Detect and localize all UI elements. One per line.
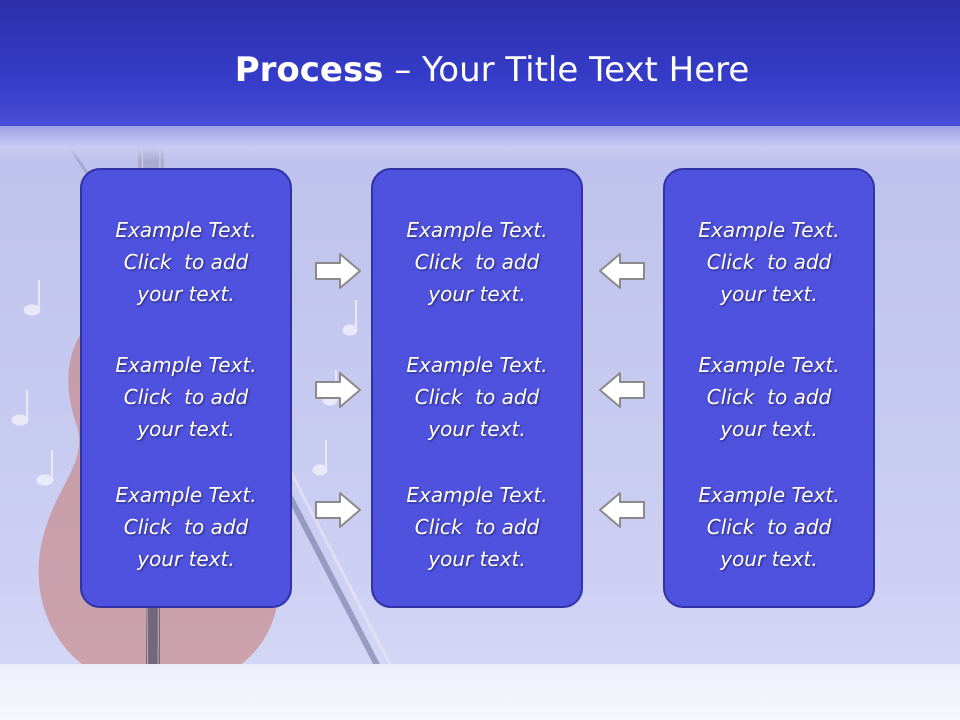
text-line: Click to add [123, 515, 249, 539]
text-line: Example Text. [406, 353, 548, 377]
text-line: Example Text. [406, 218, 548, 242]
text-line: Example Text. [115, 353, 257, 377]
process-panel-right[interactable]: Example Text. Click to add your text. Ex… [663, 168, 875, 608]
text-line: Click to add [414, 250, 540, 274]
text-line: your text. [137, 547, 235, 571]
panel-text-block[interactable]: Example Text. Click to add your text. [82, 214, 290, 310]
text-line: Click to add [414, 385, 540, 409]
text-line: your text. [137, 417, 235, 441]
text-line: your text. [428, 547, 526, 571]
arrow-left-icon[interactable] [598, 371, 646, 409]
title-bar [0, 0, 960, 132]
title-bold: Process [234, 50, 384, 90]
text-line: Example Text. [698, 218, 840, 242]
panel-text-block[interactable]: Example Text. Click to add your text. [82, 479, 290, 575]
arrow-right-icon[interactable] [314, 371, 362, 409]
panel-text-block[interactable]: Example Text. Click to add your text. [373, 214, 581, 310]
text-line: your text. [137, 282, 235, 306]
panel-text-block[interactable]: Example Text. Click to add your text. [373, 349, 581, 445]
text-line: your text. [720, 282, 818, 306]
text-line: your text. [720, 547, 818, 571]
footer-band [0, 664, 960, 720]
panel-text-block[interactable]: Example Text. Click to add your text. [82, 349, 290, 445]
text-line: your text. [720, 417, 818, 441]
panel-text-block[interactable]: Example Text. Click to add your text. [373, 479, 581, 575]
text-line: Click to add [123, 385, 249, 409]
panel-text-block[interactable]: Example Text. Click to add your text. [665, 214, 873, 310]
title-rest: – Your Title Text Here [383, 50, 750, 90]
panel-text-block[interactable]: Example Text. Click to add your text. [665, 349, 873, 445]
text-line: Click to add [414, 515, 540, 539]
title-bar-fade [0, 126, 960, 162]
slide-title[interactable]: Process – Your Title Text Here [0, 50, 960, 90]
text-line: Example Text. [698, 483, 840, 507]
text-line: your text. [428, 417, 526, 441]
arrow-right-icon[interactable] [314, 252, 362, 290]
text-line: Click to add [706, 515, 832, 539]
text-line: your text. [428, 282, 526, 306]
arrow-right-icon[interactable] [314, 491, 362, 529]
text-line: Click to add [706, 385, 832, 409]
text-line: Example Text. [115, 483, 257, 507]
text-line: Click to add [123, 250, 249, 274]
arrow-left-icon[interactable] [598, 252, 646, 290]
text-line: Example Text. [115, 218, 257, 242]
process-panel-left[interactable]: Example Text. Click to add your text. Ex… [80, 168, 292, 608]
text-line: Example Text. [406, 483, 548, 507]
text-line: Click to add [706, 250, 832, 274]
arrow-left-icon[interactable] [598, 491, 646, 529]
text-line: Example Text. [698, 353, 840, 377]
panel-text-block[interactable]: Example Text. Click to add your text. [665, 479, 873, 575]
process-panel-center[interactable]: Example Text. Click to add your text. Ex… [371, 168, 583, 608]
